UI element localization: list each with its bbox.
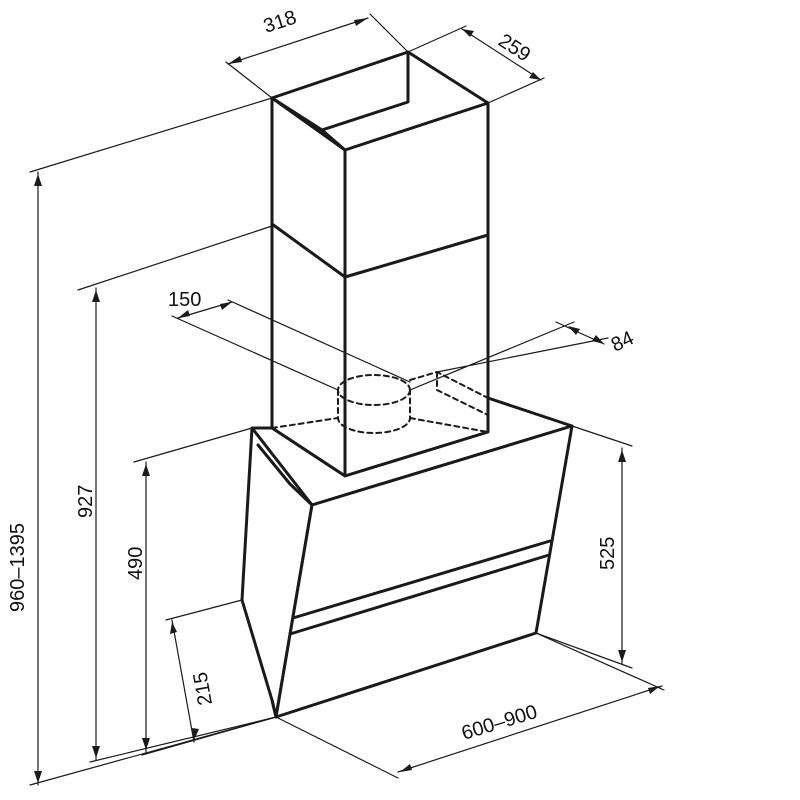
dim-259-label: 259 [494, 30, 534, 67]
dim-490-label: 490 [125, 547, 147, 580]
dim-84-label: 84 [608, 327, 637, 356]
dim-927-label: 927 [75, 485, 97, 518]
dimension-150: 150 [168, 289, 411, 391]
dimension-927: 927 [75, 225, 277, 763]
dim-960-1395-label: 960–1395 [7, 523, 29, 612]
chimney-section-joint [270, 222, 490, 279]
chimney-right-face [343, 101, 490, 478]
dim-150-label: 150 [168, 289, 201, 311]
hood-control-strip [288, 539, 552, 636]
hood-body [240, 396, 574, 719]
dim-525-label: 525 [597, 537, 619, 570]
dimension-960-1395: 960–1395 [7, 97, 277, 786]
dim-318-label: 318 [261, 7, 300, 38]
dim-600-900-label: 600–900 [459, 701, 540, 745]
dimension-525: 525 [535, 425, 633, 669]
hood-inner-edge [256, 443, 314, 719]
chimney-top-opening [270, 50, 490, 152]
dim-215-label: 215 [189, 670, 216, 707]
chimney [270, 50, 490, 478]
